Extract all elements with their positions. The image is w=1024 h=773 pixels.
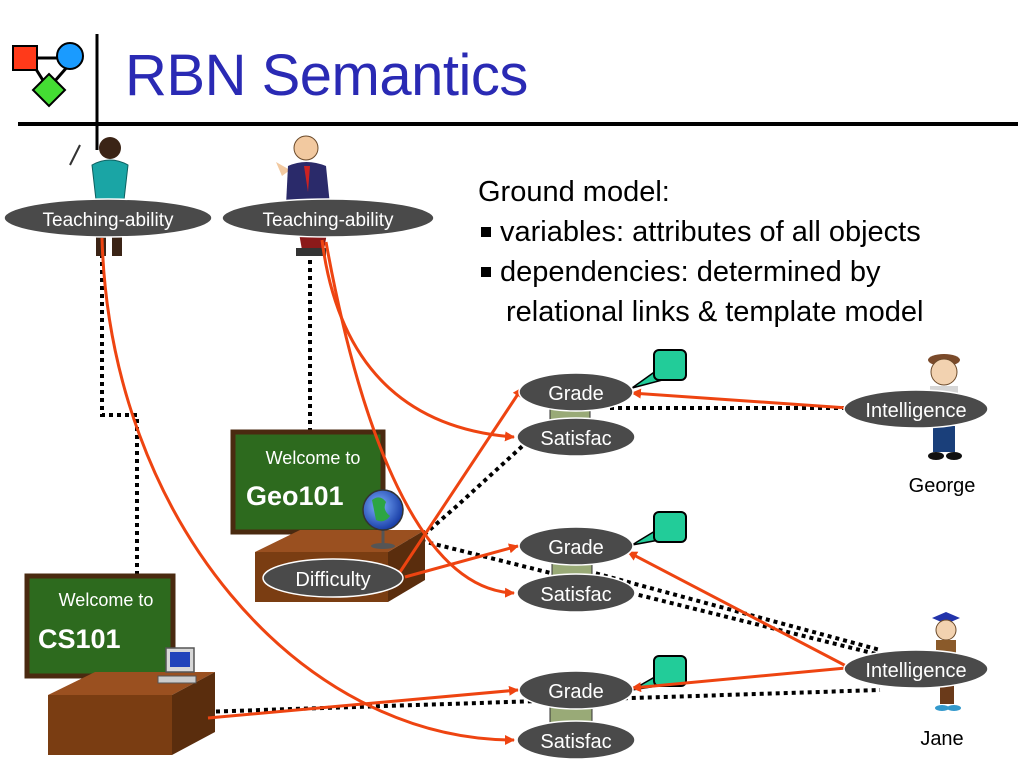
cs101-sign <box>24 573 176 679</box>
node-label: Difficulty <box>295 569 370 591</box>
node-satisfac-3: Satisfac <box>516 720 636 760</box>
slide-title: RBN Semantics <box>125 43 528 108</box>
node-label: Intelligence <box>865 400 966 422</box>
cs101-sign-line1: Welcome to <box>59 590 154 610</box>
node-intelligence-jane: Intelligence <box>843 649 989 689</box>
bullet-dependencies: dependencies: determined by <box>478 252 1018 292</box>
node-label: Teaching-ability <box>43 210 174 231</box>
arrow-prof2-to-satisfac2 <box>324 241 515 598</box>
node-label: Satisfac <box>540 731 611 753</box>
node-label: Grade <box>548 383 604 405</box>
arrow-prof1-to-satisfac3 <box>100 237 515 745</box>
bullet-variables: variables: attributes of all objects <box>478 212 1018 252</box>
globe-icon <box>362 489 404 549</box>
ground-model-text: Ground model: variables: attributes of a… <box>478 172 1018 332</box>
professor-1-figure <box>69 137 129 256</box>
speech-bubble-1 <box>631 349 687 389</box>
speech-bubble-2 <box>631 511 687 546</box>
link-geo101-reg1 <box>416 428 542 542</box>
node-grade-2: Grade <box>518 526 634 566</box>
node-grade-3: Grade <box>518 670 634 710</box>
bullet-dependencies-continued: relational links & template model <box>506 296 924 328</box>
arrow-jane-to-grade3 <box>631 666 847 693</box>
link-prof1-cs101 <box>100 238 139 575</box>
title-rules <box>18 34 1018 150</box>
geo101-sign-line2: Geo101 <box>246 481 344 511</box>
professor-2-figure <box>276 135 332 256</box>
node-satisfac-1: Satisfac <box>516 417 636 457</box>
arrow-difficulty-to-grade1 <box>398 387 524 573</box>
speech-bubble-3 <box>631 655 687 691</box>
node-teaching-ability-2: Teaching-ability <box>221 198 435 238</box>
arrow-george-to-grade1 <box>631 388 849 410</box>
slide-logo <box>12 42 84 108</box>
ground-model-heading: Ground model: <box>478 176 670 208</box>
student-name-george: George <box>909 475 976 497</box>
node-teaching-ability-1: Teaching-ability <box>3 198 213 238</box>
student-name-jane: Jane <box>920 728 963 750</box>
node-label: Satisfac <box>540 584 611 606</box>
node-label: Grade <box>548 681 604 703</box>
dependency-arrows <box>100 237 851 745</box>
node-difficulty: Difficulty <box>262 558 404 598</box>
node-intelligence-george: Intelligence <box>843 389 989 429</box>
cs101-sign-line2: CS101 <box>38 624 121 654</box>
arrow-jane-to-grade2 <box>627 550 851 670</box>
node-label: Satisfac <box>540 428 611 450</box>
arrow-prof2-to-satisfac1 <box>320 239 515 442</box>
link-geo101-reg2 <box>397 533 881 657</box>
geo101-sign <box>230 429 386 535</box>
node-satisfac-2: Satisfac <box>516 573 636 613</box>
node-label: Grade <box>548 537 604 559</box>
node-label: Teaching-ability <box>263 210 394 231</box>
link-jane-reg2 <box>564 563 881 652</box>
node-label: Intelligence <box>865 660 966 682</box>
geo101-sign-line1: Welcome to <box>266 448 361 468</box>
arrow-cs101-to-grade3 <box>207 685 519 720</box>
cs101-desk <box>48 672 215 755</box>
node-grade-1: Grade <box>518 372 634 412</box>
computer-icon <box>157 647 197 684</box>
arrow-difficulty-to-grade2 <box>404 543 519 579</box>
